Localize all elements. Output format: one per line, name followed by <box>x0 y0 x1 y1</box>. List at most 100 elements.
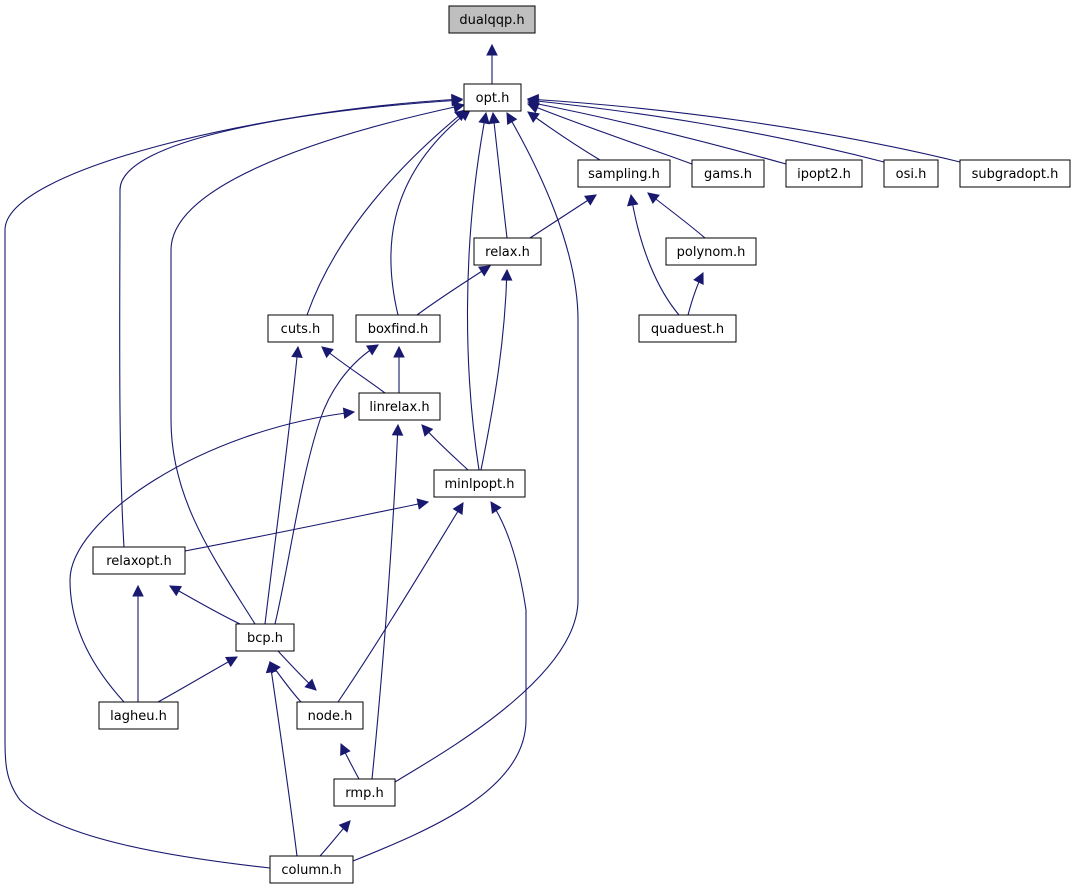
edge-relax-to-sampling <box>529 194 597 239</box>
node-rmp[interactable]: rmp.h <box>333 778 396 807</box>
node-bcp-label: bcp.h <box>247 631 283 646</box>
edge-column-to-opt <box>4 93 464 869</box>
node-minlpopt-label: minlpopt.h <box>444 477 514 492</box>
edge-lagheu-to-bcp <box>157 656 238 703</box>
node-boxfind[interactable]: boxfind.h <box>355 314 441 343</box>
edge-arrowhead <box>366 344 379 356</box>
node-column[interactable]: column.h <box>269 855 354 884</box>
node-lagheu-label: lagheu.h <box>110 709 167 724</box>
node-osi[interactable]: osi.h <box>883 159 939 188</box>
edge-line <box>527 101 787 165</box>
node-relaxopt-box <box>92 546 186 575</box>
edge-polynom-to-sampling <box>647 192 706 239</box>
edge-line <box>69 411 355 703</box>
node-dualqqp[interactable]: dualqqp.h <box>448 5 536 34</box>
node-cuts[interactable]: cuts.h <box>267 314 334 343</box>
edge-arrowhead <box>342 407 356 420</box>
edge-arrowhead <box>265 660 278 674</box>
node-ipopt2-label: ipopt2.h <box>797 167 851 182</box>
edge-line <box>394 112 579 783</box>
node-gams-box <box>691 159 765 188</box>
node-opt[interactable]: opt.h <box>463 83 522 112</box>
edge-arrowhead <box>486 43 498 56</box>
edge-line <box>527 103 693 165</box>
node-sampling-label: sampling.h <box>588 167 660 182</box>
node-quaduest-box <box>638 314 737 343</box>
node-sampling-box <box>577 159 671 188</box>
edge-line <box>321 346 386 394</box>
node-polynom[interactable]: polynom.h <box>665 237 757 266</box>
node-lagheu[interactable]: lagheu.h <box>98 701 179 730</box>
node-relaxopt-label: relaxopt.h <box>106 554 172 569</box>
node-linrelax[interactable]: linrelax.h <box>358 392 441 421</box>
edge-lagheu-to-relaxopt <box>132 584 144 702</box>
node-rmp-label: rmp.h <box>345 786 383 801</box>
edge-arrowhead <box>478 111 490 125</box>
node-boxfind-box <box>355 314 441 343</box>
edge-minlpopt-to-linrelax <box>421 424 469 471</box>
node-bcp-box <box>235 623 295 652</box>
edge-quaduest-to-polynom <box>687 271 704 316</box>
node-ipopt2[interactable]: ipopt2.h <box>785 159 863 188</box>
edge-line <box>274 344 379 625</box>
node-quaduest[interactable]: quaduest.h <box>638 314 737 343</box>
edge-arrowhead <box>490 501 502 514</box>
node-cuts-box <box>267 314 334 343</box>
node-subgradopt-box <box>959 159 1071 188</box>
node-cuts-label: cuts.h <box>281 322 321 337</box>
node-relax[interactable]: relax.h <box>473 237 542 266</box>
node-gams[interactable]: gams.h <box>691 159 765 188</box>
node-osi-box <box>883 159 939 188</box>
edge-arrowhead <box>527 111 540 123</box>
edge-line <box>416 265 491 316</box>
edge-line <box>352 501 527 862</box>
node-node-box <box>296 701 364 730</box>
edge-arrowhead <box>391 423 404 436</box>
edge-arrowhead <box>500 268 513 281</box>
edges-layer <box>4 43 961 869</box>
node-subgradopt[interactable]: subgradopt.h <box>959 159 1071 188</box>
node-minlpopt[interactable]: minlpopt.h <box>433 469 526 498</box>
edge-opt-to-dualqqp <box>486 43 498 84</box>
node-opt-label: opt.h <box>476 91 510 106</box>
edge-line <box>527 99 885 163</box>
edge-bcp-to-boxfind <box>274 344 379 625</box>
edge-arrowhead <box>169 585 182 597</box>
edge-arrowhead <box>693 271 704 285</box>
edge-arrowhead <box>478 265 491 277</box>
node-bcp[interactable]: bcp.h <box>235 623 295 652</box>
node-quaduest-label: quaduest.h <box>651 322 724 337</box>
edge-arrowhead <box>627 193 639 207</box>
edge-line <box>306 109 467 316</box>
node-boxfind-label: boxfind.h <box>368 322 429 337</box>
node-relax-box <box>473 237 542 266</box>
edge-arrowhead <box>225 656 238 668</box>
node-linrelax-box <box>358 392 441 421</box>
edge-line <box>337 502 464 703</box>
node-rmp-box <box>333 778 396 807</box>
node-relaxopt[interactable]: relaxopt.h <box>92 546 186 575</box>
edge-arrowhead <box>321 346 334 359</box>
edge-line <box>529 194 597 239</box>
edge-linrelax-to-cuts <box>321 346 386 394</box>
edge-line <box>527 111 601 161</box>
edge-column-to-bcp <box>265 660 298 857</box>
edge-arrowhead <box>132 584 144 597</box>
node-sampling[interactable]: sampling.h <box>577 159 671 188</box>
edge-bcp-to-relaxopt <box>169 585 241 625</box>
edge-relax-to-opt <box>488 111 508 239</box>
edge-line <box>264 346 299 625</box>
nodes-layer: dualqqp.h opt.h sampling.h gams.h ipopt2… <box>92 5 1071 884</box>
edge-minlpopt-to-opt <box>466 111 490 471</box>
edge-sampling-to-opt <box>527 111 601 161</box>
edge-quaduest-to-sampling <box>627 193 680 316</box>
node-osi-label: osi.h <box>896 167 927 182</box>
node-lagheu-box <box>98 701 179 730</box>
edge-cuts-to-opt <box>306 109 467 316</box>
node-polynom-box <box>665 237 757 266</box>
node-node[interactable]: node.h <box>296 701 364 730</box>
edge-node-to-minlpopt <box>337 502 464 703</box>
edge-minlpopt-to-relax <box>480 268 513 471</box>
edge-arrowhead <box>421 424 434 437</box>
edge-arrowhead <box>584 194 597 206</box>
